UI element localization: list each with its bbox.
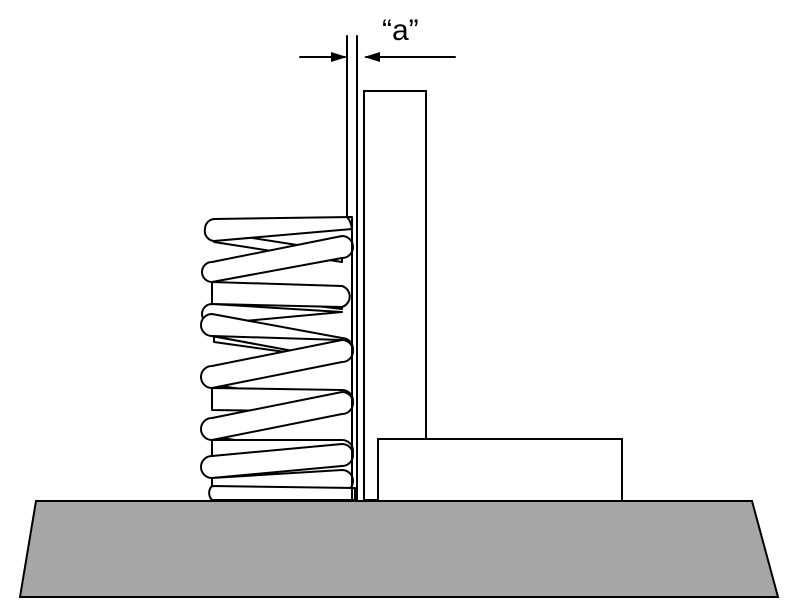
vertical-block <box>363 90 427 501</box>
dimension-arrows <box>299 52 456 62</box>
compression-spring <box>200 216 356 501</box>
foot-block <box>377 438 623 502</box>
feeler-strip <box>346 35 358 501</box>
dimension-label: “a” <box>382 14 419 47</box>
base-plate <box>18 500 780 598</box>
